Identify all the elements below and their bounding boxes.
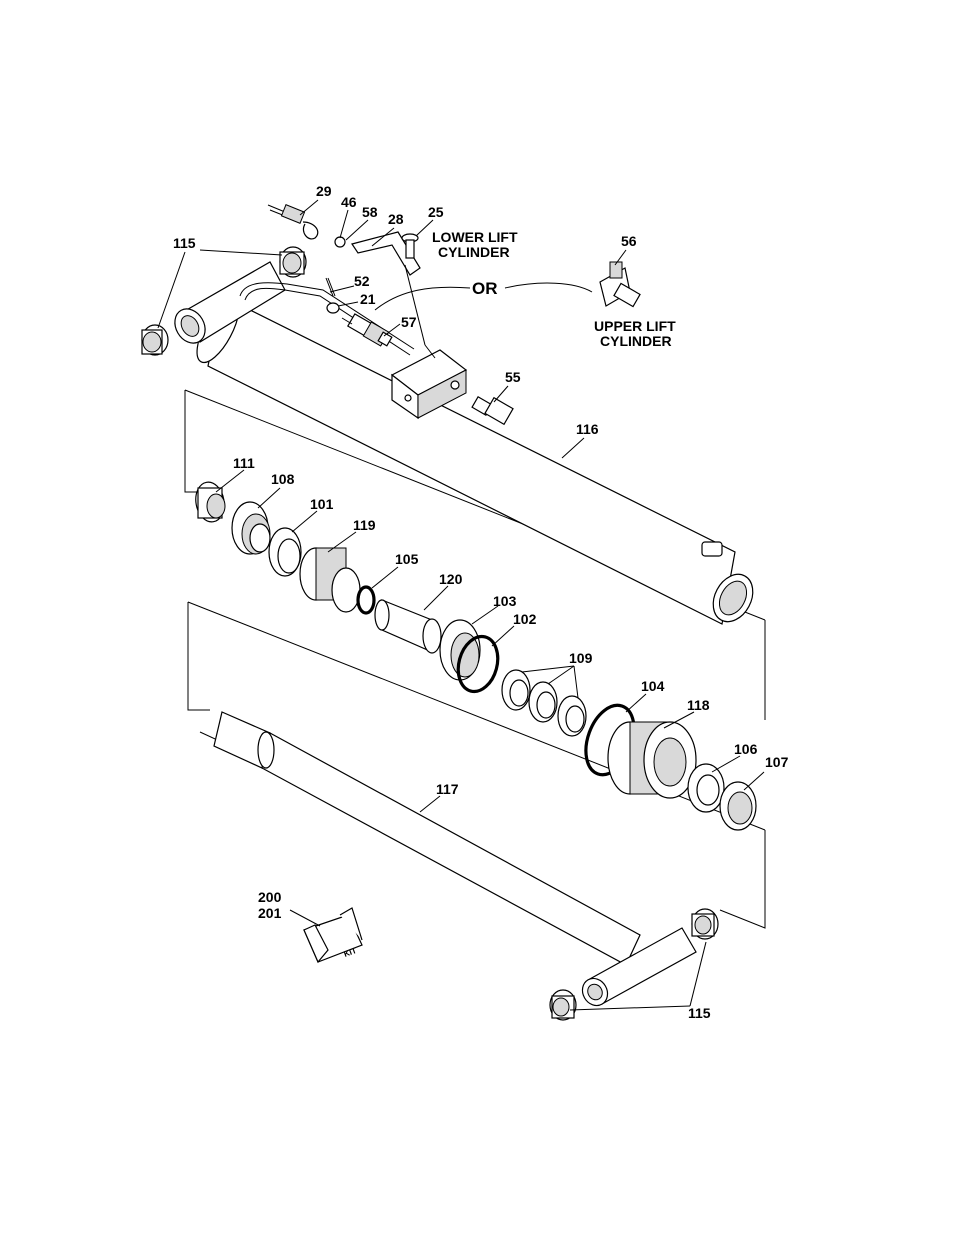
ring-101 bbox=[269, 528, 301, 576]
callout-103: 103 bbox=[493, 593, 517, 609]
callout-25: 25 bbox=[428, 204, 444, 220]
callout-111: 111 bbox=[233, 455, 255, 471]
callout-46: 46 bbox=[341, 194, 357, 210]
lower-lift-caption-line1: LOWER LIFT bbox=[432, 229, 518, 245]
callout-29: 29 bbox=[316, 183, 332, 199]
piston-119 bbox=[300, 548, 360, 612]
callout-115-top: 115 bbox=[173, 235, 196, 251]
callout-109: 109 bbox=[569, 650, 593, 666]
callout-21: 21 bbox=[360, 291, 376, 307]
parts-21-52 bbox=[326, 278, 339, 313]
callout-118: 118 bbox=[687, 697, 710, 713]
upper-lift-caption-line1: UPPER LIFT bbox=[594, 318, 676, 334]
wiper-107 bbox=[720, 782, 756, 830]
solenoid-56 bbox=[600, 262, 640, 307]
callout-102: 102 bbox=[513, 611, 537, 627]
ring-103 bbox=[440, 620, 480, 680]
callout-52: 52 bbox=[354, 273, 370, 289]
callout-55: 55 bbox=[505, 369, 521, 385]
callout-115-bottom: 115 bbox=[688, 1005, 711, 1021]
captions: LOWER LIFT CYLINDER OR UPPER LIFT CYLIND… bbox=[432, 229, 676, 349]
callout-28: 28 bbox=[388, 211, 404, 227]
callout-200: 200 bbox=[258, 889, 282, 905]
cylinder-barrel-116 bbox=[189, 292, 761, 629]
callout-120: 120 bbox=[439, 571, 463, 587]
kit-box: KIT bbox=[304, 908, 362, 962]
callout-108: 108 bbox=[271, 471, 295, 487]
upper-lift-caption-line2: CYLINDER bbox=[600, 333, 672, 349]
or-label: OR bbox=[472, 279, 498, 298]
callout-56: 56 bbox=[621, 233, 637, 249]
callout-106: 106 bbox=[734, 741, 758, 757]
fitting-55 bbox=[472, 397, 513, 424]
callout-119: 119 bbox=[353, 517, 376, 533]
callout-101: 101 bbox=[310, 496, 334, 512]
callout-117: 117 bbox=[436, 781, 459, 797]
callout-116: 116 bbox=[576, 421, 599, 437]
rod-117 bbox=[214, 712, 640, 965]
callout-201: 201 bbox=[258, 905, 282, 921]
callout-57: 57 bbox=[401, 314, 417, 330]
callout-104: 104 bbox=[641, 678, 665, 694]
connector-29 bbox=[268, 205, 345, 247]
valve-block bbox=[392, 350, 466, 418]
gland-nut-111 bbox=[193, 480, 228, 524]
lower-lift-caption-line2: CYLINDER bbox=[438, 244, 510, 260]
callout-58: 58 bbox=[362, 204, 378, 220]
wear-rings-109 bbox=[502, 670, 586, 736]
spacer-120 bbox=[375, 600, 441, 653]
oring-105 bbox=[358, 587, 374, 613]
callout-107: 107 bbox=[765, 754, 789, 770]
seal-108 bbox=[232, 502, 270, 554]
callout-105: 105 bbox=[395, 551, 419, 567]
head-118 bbox=[608, 722, 696, 798]
seal-106 bbox=[688, 764, 724, 812]
